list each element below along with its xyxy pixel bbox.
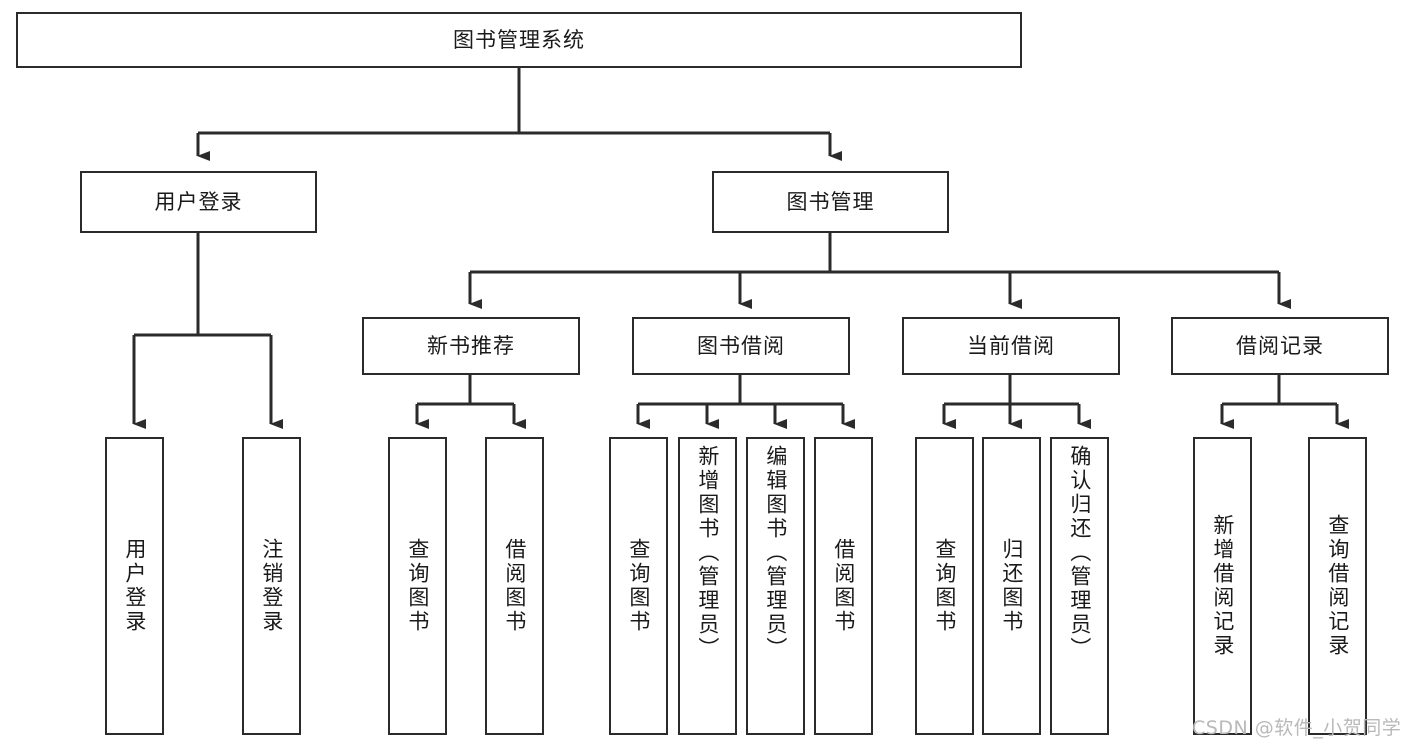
node-new-book-recommend[interactable]: 新书推荐 [362, 317, 580, 375]
leaf-borrow-record-add-record[interactable]: 新增借阅记录 [1193, 437, 1252, 735]
node-label: 用户登录 [154, 189, 243, 214]
leaf-current-borrow-query-book[interactable]: 查询图书 [915, 437, 974, 735]
node-user-login[interactable]: 用户登录 [80, 171, 317, 233]
node-book-borrow[interactable]: 图书借阅 [632, 317, 850, 375]
leaf-new-book-borrow-book[interactable]: 借阅图书 [485, 437, 544, 735]
node-label: 查询图书 [932, 538, 957, 634]
node-label: 查询图书 [405, 538, 430, 634]
node-label: 借阅记录 [1236, 333, 1324, 358]
leaf-current-borrow-return-book[interactable]: 归还图书 [982, 437, 1041, 735]
node-label: 编辑图书（管理员） [763, 445, 788, 661]
node-label: 新增图书（管理员） [695, 445, 720, 661]
node-current-borrow[interactable]: 当前借阅 [902, 317, 1120, 375]
node-label: 新增借阅记录 [1210, 514, 1235, 658]
leaf-new-book-query-book[interactable]: 查询图书 [388, 437, 447, 735]
node-label: 新书推荐 [427, 333, 515, 358]
node-label: 确认归还（管理员） [1067, 445, 1092, 661]
node-label: 查询借阅记录 [1325, 514, 1350, 658]
leaf-current-borrow-confirm-return-admin[interactable]: 确认归还（管理员） [1050, 437, 1109, 735]
leaf-book-borrow-query-book[interactable]: 查询图书 [609, 437, 668, 735]
leaf-user-login-login[interactable]: 用户登录 [105, 437, 164, 735]
node-label: 归还图书 [999, 538, 1024, 634]
leaf-borrow-record-query-record[interactable]: 查询借阅记录 [1308, 437, 1367, 735]
node-label: 图书管理系统 [453, 27, 585, 52]
leaf-user-login-logout[interactable]: 注销登录 [242, 437, 301, 735]
node-label: 注销登录 [259, 538, 284, 634]
node-label: 查询图书 [626, 538, 651, 634]
leaf-book-borrow-add-book-admin[interactable]: 新增图书（管理员） [678, 437, 737, 735]
node-label: 当前借阅 [967, 333, 1055, 358]
node-root-book-management-system[interactable]: 图书管理系统 [16, 12, 1022, 68]
csdn-watermark: CSDN @软件_小贺同学 [1192, 717, 1402, 739]
leaf-book-borrow-borrow-book[interactable]: 借阅图书 [814, 437, 873, 735]
node-label: 用户登录 [122, 538, 147, 634]
node-book-management[interactable]: 图书管理 [712, 171, 949, 233]
node-label: 借阅图书 [831, 538, 856, 634]
node-label: 借阅图书 [502, 538, 527, 634]
node-label: 图书借阅 [697, 333, 785, 358]
leaf-book-borrow-edit-book-admin[interactable]: 编辑图书（管理员） [746, 437, 805, 735]
node-label: 图书管理 [786, 189, 875, 214]
node-borrow-record[interactable]: 借阅记录 [1171, 317, 1389, 375]
